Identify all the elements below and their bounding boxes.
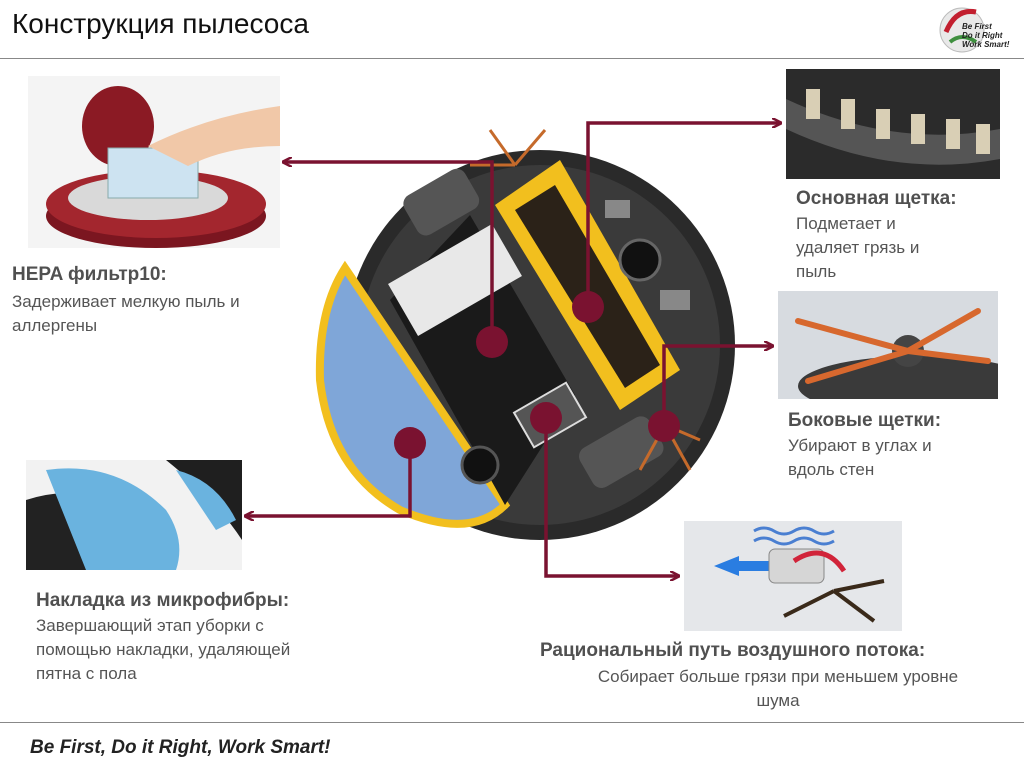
main-brush-description: Подметает и удаляет грязь и пыль [796, 214, 920, 281]
microfiber-marker-dot [394, 427, 426, 459]
microfiber-pad-photo [26, 460, 242, 570]
main-brush-title: Основная щетка: [796, 188, 957, 209]
hepa-connector [284, 162, 494, 342]
header-divider [0, 58, 1024, 59]
footer-slogan: Be First, Do it Right, Work Smart! [30, 737, 331, 758]
cliff-sensor [605, 200, 630, 218]
side-brush-description: Убирают в углах и вдоль стен [788, 436, 932, 479]
microfiber-description: Завершающий этап уборки с помощью наклад… [36, 616, 291, 683]
hepa-description: Задерживает мелкую пыль и аллергены [12, 292, 240, 335]
side-brush-title: Боковые щетки: [788, 410, 942, 431]
page-title: Конструкция пылесоса [12, 8, 309, 39]
footer-divider [0, 722, 1024, 723]
airflow-illustration [684, 521, 902, 631]
microfiber-title: Накладка из микрофибры: [36, 590, 290, 611]
airflow-title: Рациональный путь воздушного потока: [540, 640, 926, 661]
main-brush-connector [586, 123, 780, 307]
airflow-description: Собирает больше грязи при меньшем уровне… [597, 667, 959, 710]
caster-wheel [618, 238, 662, 282]
left-wheel [403, 168, 480, 236]
hepa-title: HEPA фильтр10: [12, 264, 167, 285]
airflow-marker-dot [530, 402, 562, 434]
main-brush-marker-dot [572, 291, 604, 323]
cliff-sensor [660, 290, 690, 310]
logo-text: Be First Do it Right Work Smart! [962, 22, 1010, 49]
hepa-filter-photo [28, 76, 280, 248]
microfiber-connector [246, 443, 412, 516]
right-wheel [579, 416, 664, 488]
airflow-connector [544, 418, 678, 576]
side-brush-connector [662, 346, 772, 426]
side-brush-photo [778, 291, 998, 399]
rear-caster [460, 445, 500, 485]
logo: Be First Do it Right Work Smart! [936, 2, 1022, 56]
main-brush-photo [786, 69, 1000, 179]
mop-pad [315, 260, 511, 528]
hepa-marker-dot [476, 326, 508, 358]
logo-icon [939, 7, 985, 53]
label-sticker [388, 224, 522, 336]
side-brush-marker-dot [648, 410, 680, 442]
